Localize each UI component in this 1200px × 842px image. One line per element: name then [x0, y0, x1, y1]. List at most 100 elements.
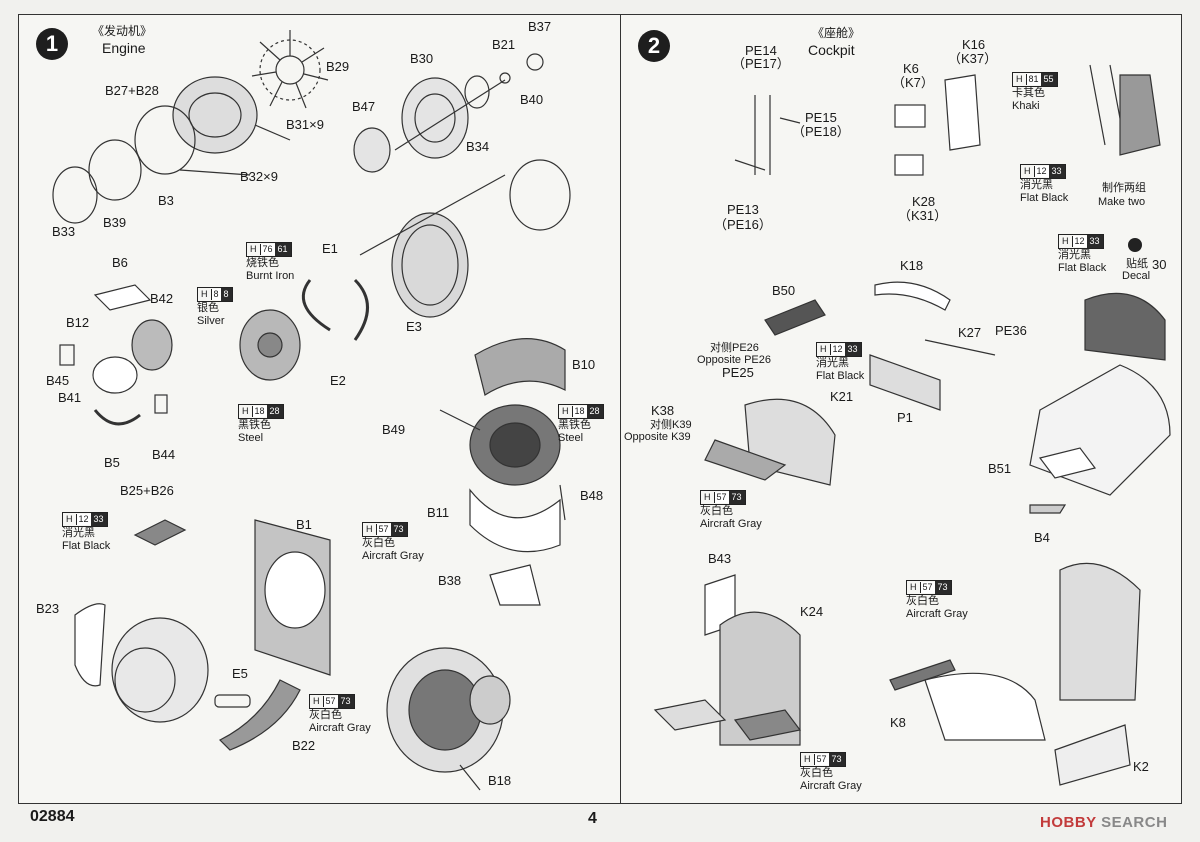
label-k16: K16 — [962, 37, 986, 52]
k6-part — [894, 104, 926, 128]
label-k6: K6 — [903, 61, 919, 76]
label-k28: K28 — [912, 194, 936, 209]
make-two-en: Make two — [1098, 196, 1146, 208]
engine-block-part — [391, 212, 469, 318]
seat-khaki-part — [1119, 74, 1161, 156]
label-b6: B6 — [112, 255, 128, 270]
label-k31: （K31） — [898, 208, 948, 223]
label-b47: B47 — [352, 99, 376, 114]
label-b27b28: B27+B28 — [105, 83, 159, 98]
k8-part — [889, 659, 956, 691]
label-e5: E5 — [232, 666, 248, 681]
label-pe25: PE25 — [722, 365, 754, 380]
label-b12: B12 — [66, 315, 90, 330]
label-b50: B50 — [772, 283, 796, 298]
b25b26-part — [133, 519, 187, 546]
label-k37: （K37） — [948, 51, 998, 66]
label-k27: K27 — [958, 325, 982, 340]
opp-k39-en: Opposite K39 — [624, 431, 691, 443]
right-seat-part — [1059, 562, 1141, 701]
kit-code: 02884 — [30, 808, 75, 825]
label-b51: B51 — [988, 461, 1012, 476]
label-b31: B31×9 — [286, 117, 324, 132]
b29-fan-part — [251, 30, 329, 109]
b40-part — [464, 75, 490, 109]
label-pe16: （PE16） — [714, 217, 772, 232]
opp-pe26-cn: 对侧PE26 — [710, 342, 759, 354]
label-k24: K24 — [800, 604, 824, 619]
label-p1: P1 — [897, 410, 913, 425]
label-b39: B39 — [103, 215, 127, 230]
opp-pe26-en: Opposite PE26 — [697, 354, 771, 366]
brand-watermark: HOBBY SEARCH — [1040, 814, 1168, 831]
decal-en: Decal — [1122, 270, 1151, 282]
b51-part — [1038, 447, 1097, 479]
step1-title-en: Engine — [102, 40, 146, 56]
label-pe13: PE13 — [727, 202, 759, 217]
label-pe15: PE15 — [805, 110, 837, 125]
label-pe18: （PE18） — [792, 124, 850, 139]
label-b25b26: B25+B26 — [120, 483, 174, 498]
make-two-cn: 制作两组 — [1102, 182, 1146, 194]
k18-part — [874, 281, 951, 311]
label-b42: B42 — [150, 291, 174, 306]
label-k7: （K7） — [892, 75, 934, 90]
label-b40: B40 — [520, 92, 544, 107]
label-b3: B3 — [158, 193, 174, 208]
label-b1: B1 — [296, 517, 312, 532]
label-pe14: PE14 — [745, 43, 777, 58]
b47-part — [353, 127, 391, 173]
step1-number: 1 — [36, 28, 68, 60]
label-pe36: PE36 — [995, 323, 1027, 338]
label-b4: B4 — [1034, 530, 1050, 545]
label-k38: K38 — [651, 403, 675, 418]
label-e2: E2 — [330, 373, 346, 388]
label-b30: B30 — [410, 51, 434, 66]
b50-part — [764, 299, 826, 336]
label-b29: B29 — [326, 59, 350, 74]
label-pe17: （PE17） — [732, 56, 790, 71]
p1-part — [869, 354, 941, 411]
engine-cylinders-part — [52, 76, 291, 224]
label-k8: K8 — [890, 715, 906, 730]
b22-part — [218, 679, 301, 751]
label-b10: B10 — [572, 357, 596, 372]
b30-part — [401, 77, 469, 159]
label-b34: B34 — [466, 139, 490, 154]
page-number: 4 — [588, 810, 597, 827]
step2-title-cn: 《座舱》 — [812, 26, 861, 40]
step1-title-cn: 《发动机》 — [92, 24, 153, 38]
label-e1: E1 — [322, 241, 338, 256]
opp-k39-cn: 对侧K39 — [650, 419, 692, 431]
label-k18: K18 — [900, 258, 924, 273]
decal-icon — [1128, 238, 1142, 252]
label-b43: B43 — [708, 551, 732, 566]
label-b32: B32×9 — [240, 169, 278, 184]
cockpit-floor-part — [1029, 364, 1171, 496]
label-b18: B18 — [488, 773, 512, 788]
pe-frame-part — [734, 95, 801, 175]
label-b21: B21 — [492, 37, 516, 52]
step2-number: 2 — [638, 30, 670, 62]
decal-cn: 贴纸 — [1126, 258, 1148, 270]
label-b37: B37 — [528, 19, 552, 34]
label-b49: B49 — [382, 422, 406, 437]
label-b44: B44 — [152, 447, 176, 462]
label-k2: K2 — [1133, 759, 1149, 774]
label-b23: B23 — [36, 601, 60, 616]
label-b45: B45 — [46, 373, 70, 388]
label-b41: B41 — [58, 390, 82, 405]
